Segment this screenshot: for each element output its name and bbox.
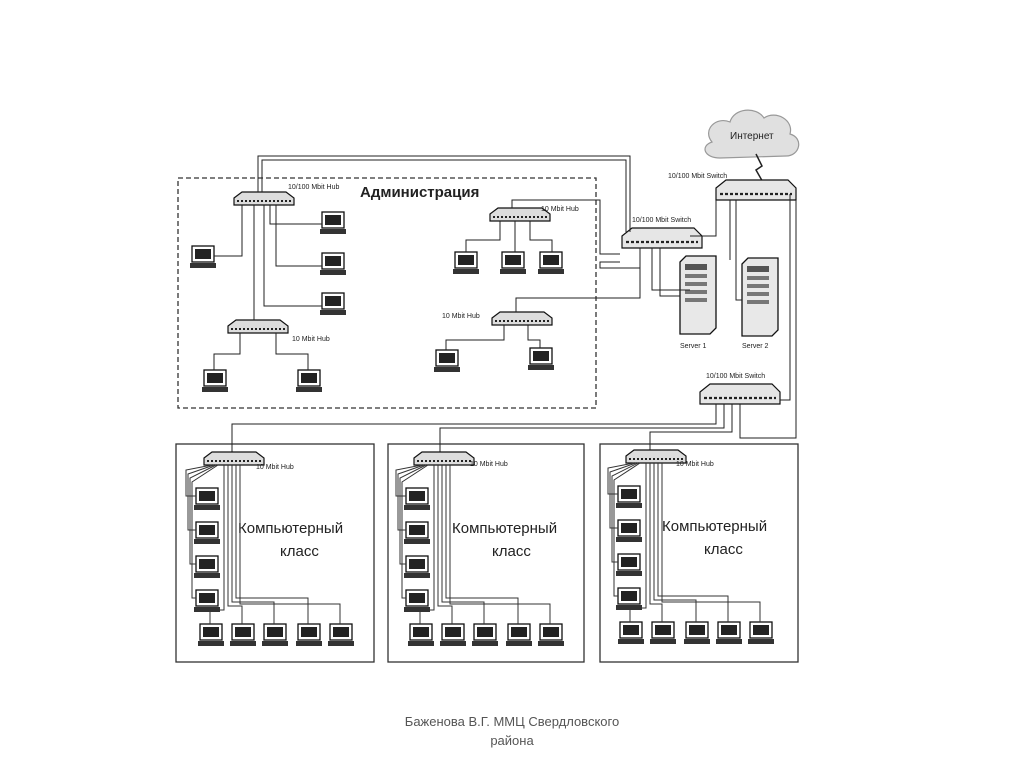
classroom-3-title-line2: класс: [704, 541, 743, 558]
classroom-1-hub-label: 10 Mbit Hub: [256, 464, 294, 471]
class-switch-label: 10/100 Mbit Switch: [706, 373, 765, 380]
classroom-2-frame: [387, 443, 585, 663]
classroom-2-hub-label: 10 Mbit Hub: [470, 461, 508, 468]
admin-hub-left-label: 10 Mbit Hub: [292, 336, 330, 343]
classroom-2-title-line1: Компьютерный: [452, 520, 557, 537]
server-2-icon: [741, 257, 779, 337]
class-switch-icon: [698, 382, 782, 406]
classroom-3-title-line1: Компьютерный: [662, 518, 767, 535]
classroom-2-hub-icon: [413, 451, 475, 466]
classroom-3-frame: [599, 443, 799, 663]
classroom-3-hub-label: 10 Mbit Hub: [676, 461, 714, 468]
admin-hub-left-icon: [227, 319, 289, 334]
admin-hub-lower-icon: [491, 311, 553, 326]
server-1-label: Server 1: [680, 343, 707, 350]
admin-computers: [189, 211, 565, 393]
admin-hub-right-label: 10 Mbit Hub: [541, 206, 579, 213]
classroom-3-cables: [607, 462, 761, 622]
admin-cables: [213, 155, 797, 439]
admin-hub-100-label: 10/100 Mbit Hub: [288, 184, 339, 191]
classroom-1-title-line2: класс: [280, 543, 319, 560]
footer-credit: Баженова В.Г. ММЦ Свердловского района: [0, 712, 1024, 750]
admin-zone-title: Администрация: [360, 184, 479, 201]
server-1-icon: [679, 255, 717, 335]
main-switch-icon: [714, 178, 798, 202]
admin-zone-frame: [177, 177, 597, 409]
server-2-label: Server 2: [742, 343, 769, 350]
main-switch-label: 10/100 Mbit Switch: [668, 173, 727, 180]
footer-line-1: Баженова В.Г. ММЦ Свердловского: [404, 714, 620, 729]
classroom-3-computers: [615, 485, 775, 645]
admin-switch-label: 10/100 Mbit Switch: [632, 217, 691, 224]
classroom-uplinks: [231, 404, 733, 452]
classroom-1-frame: [175, 443, 375, 663]
admin-hub-100-icon: [233, 191, 295, 206]
internet-cloud-icon: [704, 109, 800, 185]
classroom-1-title-line1: Компьютерный: [238, 520, 343, 537]
admin-switch-icon: [620, 226, 704, 250]
admin-hub-lower-label: 10 Mbit Hub: [442, 313, 480, 320]
classroom-2-cables: [395, 464, 551, 624]
footer-line-2: района: [490, 733, 534, 748]
classroom-1-hub-icon: [203, 451, 265, 466]
internet-label: Интернет: [730, 131, 774, 142]
classroom-1-cables: [185, 464, 341, 624]
classroom-2-title-line2: класс: [492, 543, 531, 560]
